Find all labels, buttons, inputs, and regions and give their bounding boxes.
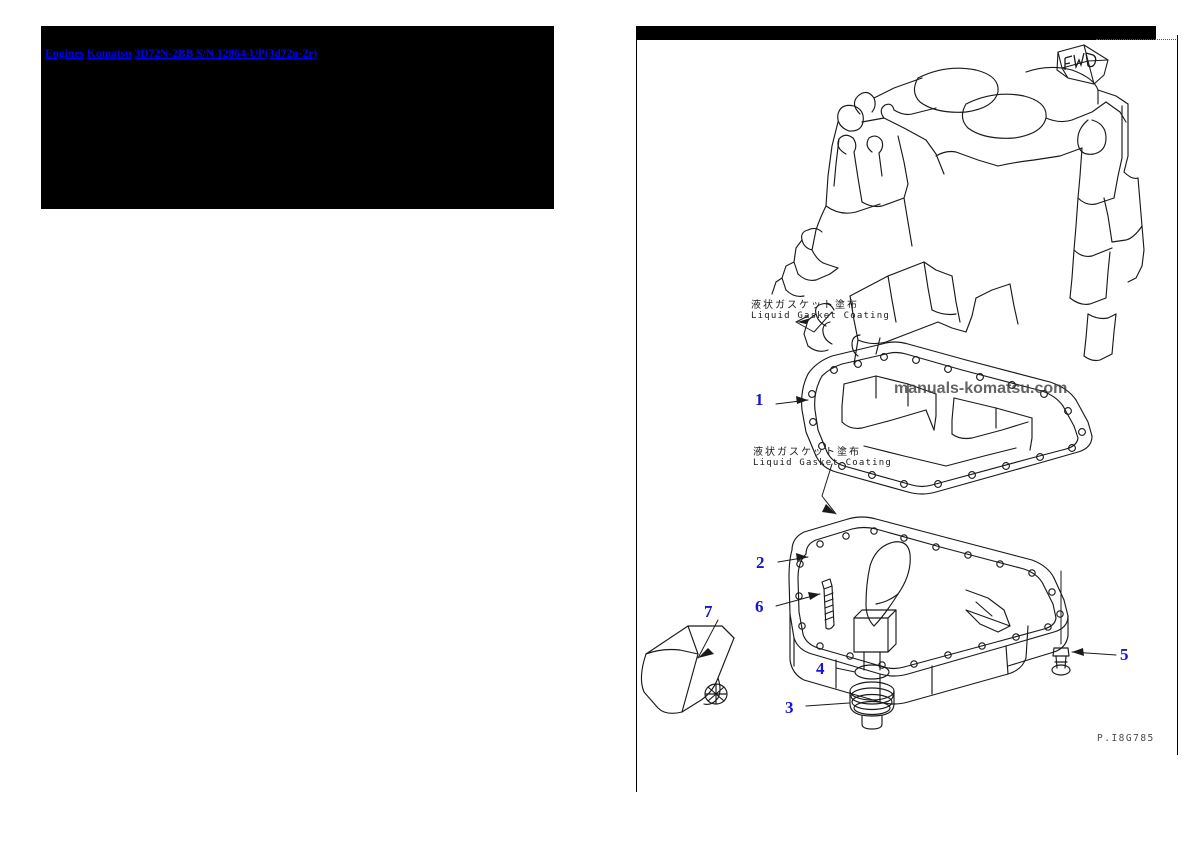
- note-liquid-gasket-coating-lower: 液状ガスケット塗布 Liquid Gasket Coating: [753, 443, 892, 468]
- drawing-header-tickmarks: [1096, 39, 1178, 42]
- breadcrumb-link-model[interactable]: 3D72N-2BB S/N 12864-UP(3d72n-2r): [134, 48, 318, 60]
- callout-1[interactable]: 1: [755, 390, 764, 409]
- drawing-header-bar: [636, 26, 1156, 40]
- callout-6[interactable]: 6: [755, 597, 764, 616]
- drawing-frame-right-rule: [1177, 35, 1178, 755]
- breadcrumb: Engines Komatsu 3D72N-2BB S/N 12864-UP(3…: [45, 48, 317, 61]
- note-jp-text: 液状ガスケット塗布: [753, 447, 861, 458]
- drawing-frame-left-rule: [636, 35, 637, 792]
- parts-line-art: [640, 66, 1145, 730]
- breadcrumb-link-engines[interactable]: Engines: [45, 48, 84, 60]
- callout-7[interactable]: 7: [704, 602, 713, 621]
- note-en-text: Liquid Gasket Coating: [753, 458, 892, 468]
- callout-2[interactable]: 2: [756, 553, 765, 572]
- note-jp-text: 液状ガスケット塗布: [751, 300, 859, 311]
- parts-drawing-panel: 液状ガスケット塗布 Liquid Gasket Coating 液状ガスケット塗…: [636, 26, 1190, 792]
- fwd-orientation-icon: [1056, 44, 1109, 85]
- callout-3[interactable]: 3: [785, 698, 794, 717]
- breadcrumb-link-komatsu[interactable]: Komatsu: [86, 48, 132, 60]
- note-en-text: Liquid Gasket Coating: [751, 311, 890, 321]
- note-liquid-gasket-coating-upper: 液状ガスケット塗布 Liquid Gasket Coating: [751, 296, 890, 321]
- callout-4[interactable]: 4: [816, 659, 825, 678]
- callout-5[interactable]: 5: [1120, 645, 1129, 664]
- watermark: manuals-komatsu.com: [894, 380, 1068, 397]
- breadcrumb-panel: Engines Komatsu 3D72N-2BB S/N 12864-UP(3…: [41, 26, 554, 209]
- drawing-page-code: P.I8G785: [1097, 733, 1155, 744]
